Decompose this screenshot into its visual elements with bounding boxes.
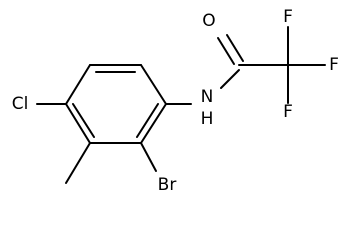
bond-carbonyl-double-outer xyxy=(217,37,235,65)
bond-carbonyl-double-inner xyxy=(226,34,244,62)
bond-ring-right-lower xyxy=(140,103,167,144)
molecule-structure-diagram: O F F F N H Cl Br xyxy=(12,7,339,195)
bond-ring-left-lower xyxy=(65,103,91,144)
bond-ring-left-lower-inner xyxy=(72,103,95,138)
chlorine-label: Cl xyxy=(12,94,29,114)
fluorine-top-label: F xyxy=(283,7,293,27)
bond-ring-right-upper xyxy=(140,64,167,105)
bond-ring-right-lower-inner xyxy=(136,103,159,138)
bond-ring-to-bromine xyxy=(140,142,157,172)
fluorine-right-label: F xyxy=(329,55,339,75)
bond-ring-left-upper xyxy=(65,64,91,105)
bromine-label: Br xyxy=(158,175,177,195)
nitrogen-label: N xyxy=(201,87,214,107)
hydrogen-label: H xyxy=(201,109,214,129)
oxygen-label: O xyxy=(202,11,215,31)
bond-ring-to-methyl xyxy=(65,142,91,184)
benzene-ring xyxy=(65,64,167,144)
fluorine-bottom-label: F xyxy=(283,102,293,122)
bond-nitrogen-to-carbonyl-carbon xyxy=(220,69,240,89)
